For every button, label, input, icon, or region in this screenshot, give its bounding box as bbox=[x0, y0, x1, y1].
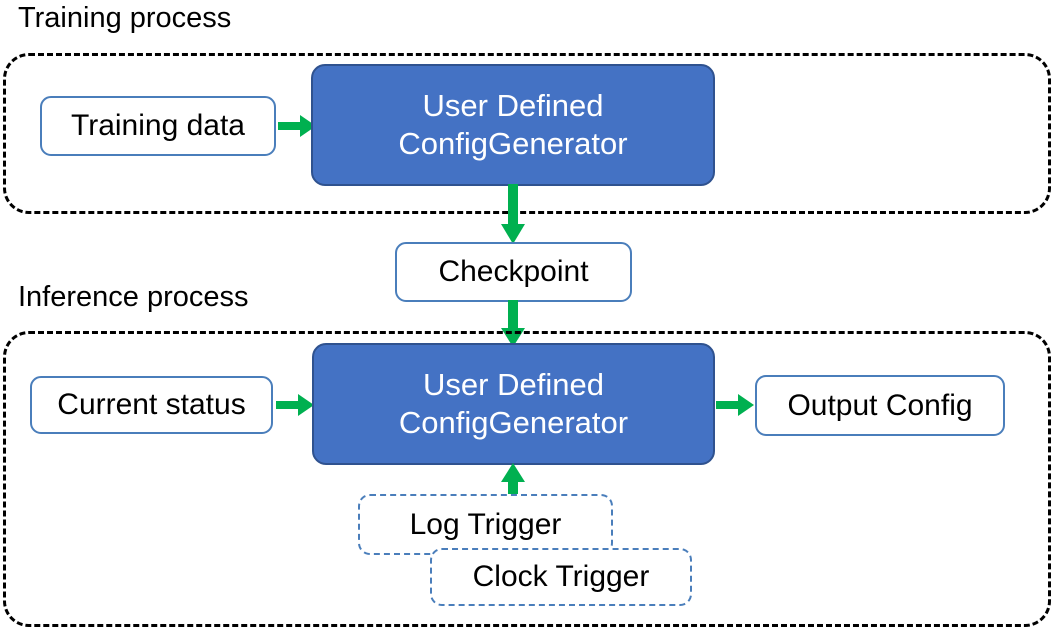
arrow-generator-to-checkpoint-icon bbox=[501, 184, 525, 244]
arrow-training-data-to-generator-icon bbox=[278, 115, 316, 137]
inference-generator-line1: User Defined bbox=[423, 367, 604, 403]
training-process-caption: Training process bbox=[18, 2, 232, 34]
inference-user-defined-configgenerator-box[interactable]: User Defined ConfigGenerator bbox=[312, 343, 715, 465]
arrow-current-status-to-generator-icon bbox=[276, 394, 314, 416]
inference-process-container bbox=[3, 331, 1051, 627]
arrow-checkpoint-to-inference-generator-icon bbox=[501, 300, 525, 347]
training-generator-line2: ConfigGenerator bbox=[398, 126, 628, 161]
inference-generator-line2: ConfigGenerator bbox=[398, 405, 629, 440]
log-trigger-box[interactable]: Log Trigger bbox=[358, 494, 613, 555]
clock-trigger-box[interactable]: Clock Trigger bbox=[430, 548, 692, 606]
arrow-log-trigger-to-generator-icon bbox=[501, 463, 525, 499]
training-generator-line1: User Defined bbox=[422, 88, 604, 124]
training-user-defined-configgenerator-box[interactable]: User Defined ConfigGenerator bbox=[311, 64, 715, 186]
inference-process-caption: Inference process bbox=[18, 281, 249, 313]
training-data-box[interactable]: Training data bbox=[40, 96, 276, 156]
arrow-generator-to-output-config-icon bbox=[716, 394, 754, 416]
output-config-box[interactable]: Output Config bbox=[755, 375, 1005, 436]
checkpoint-box[interactable]: Checkpoint bbox=[395, 242, 632, 302]
training-process-container bbox=[3, 53, 1051, 214]
current-status-box[interactable]: Current status bbox=[30, 376, 273, 434]
